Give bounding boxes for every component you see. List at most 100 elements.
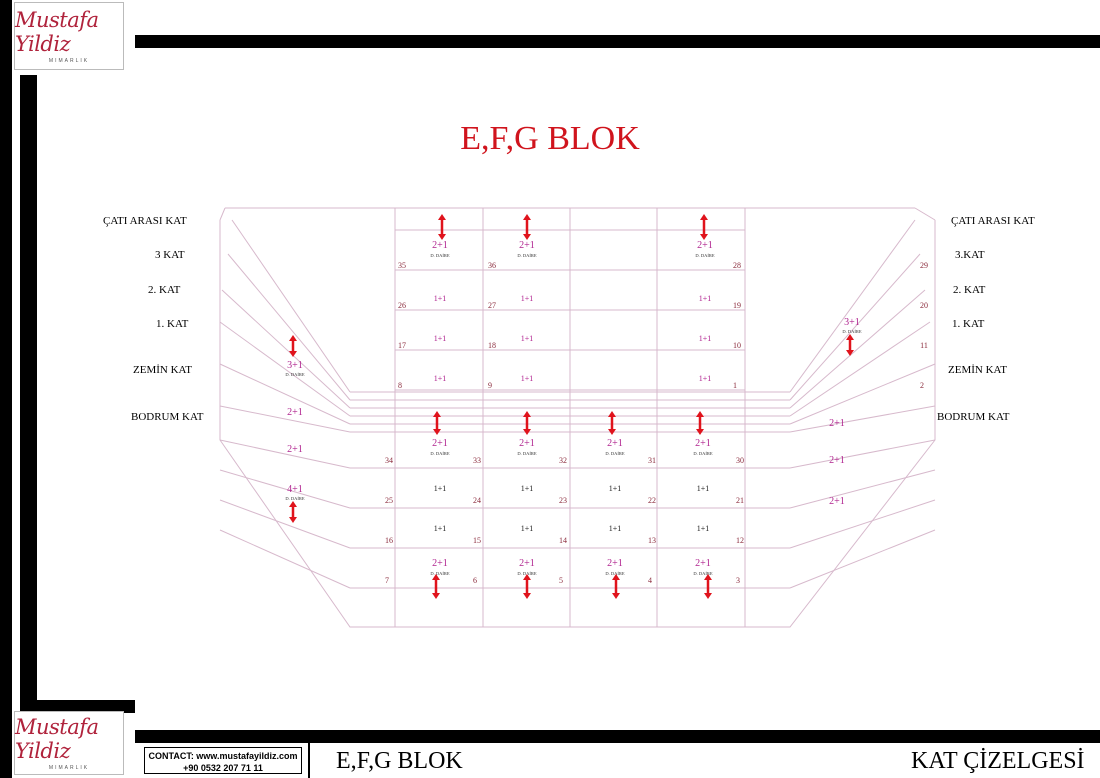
side-unit-type-label: 3+1 bbox=[287, 360, 303, 371]
unit-type-label: 1+1 bbox=[699, 294, 712, 303]
elevator-arrow-icon bbox=[523, 411, 531, 435]
unit-sub-label: D. DAİRE bbox=[695, 253, 714, 258]
unit-type-label: 1+1 bbox=[521, 524, 534, 533]
contact-box: CONTACT: www.mustafayildiz.com +90 0532 … bbox=[144, 747, 302, 774]
unit-number: 4 bbox=[648, 576, 652, 585]
unit-type-label: 2+1 bbox=[607, 558, 623, 569]
unit-number: 34 bbox=[385, 456, 393, 465]
unit-number: 18 bbox=[488, 341, 496, 350]
unit-number: 12 bbox=[736, 536, 744, 545]
lower-right-diag-2 bbox=[789, 499, 936, 549]
left-floor-line-1 bbox=[227, 253, 351, 401]
left-floor-line-4 bbox=[219, 363, 351, 425]
unit-number: 13 bbox=[648, 536, 656, 545]
unit-type-label: 2+1 bbox=[697, 240, 713, 251]
unit-number: 27 bbox=[488, 301, 496, 310]
contact-website[interactable]: CONTACT: www.mustafayildiz.com bbox=[148, 751, 298, 761]
floor-label-left-3: 3 KAT bbox=[155, 249, 185, 261]
elevator-arrow-icon bbox=[846, 334, 854, 356]
lower-left-diag-3 bbox=[219, 529, 351, 589]
diagram-lines bbox=[219, 207, 936, 628]
floor-label-right-attic: ÇATI ARASI KAT bbox=[951, 215, 1035, 227]
unit-number: 1 bbox=[733, 381, 737, 390]
unit-type-label: 1+1 bbox=[521, 334, 534, 343]
unit-number: 31 bbox=[648, 456, 656, 465]
unit-number: 15 bbox=[473, 536, 481, 545]
side-unit-type-label: 2+1 bbox=[829, 418, 845, 429]
unit-number: 20 bbox=[920, 301, 928, 310]
elevator-arrow-icon bbox=[433, 411, 441, 435]
side-unit-sub-label: D. DAİRE bbox=[842, 329, 861, 334]
unit-type-label: 1+1 bbox=[609, 484, 622, 493]
unit-number: 9 bbox=[488, 381, 492, 390]
unit-type-label: 1+1 bbox=[521, 484, 534, 493]
unit-type-label: 1+1 bbox=[521, 374, 534, 383]
floor-label-left-2: 2. KAT bbox=[148, 284, 181, 296]
unit-type-label: 2+1 bbox=[519, 438, 535, 449]
unit-type-label: 2+1 bbox=[432, 240, 448, 251]
elevator-arrow-icon bbox=[289, 501, 297, 523]
elevator-arrow-icon bbox=[696, 411, 704, 435]
elevator-arrow-icon bbox=[608, 411, 616, 435]
side-unit-type-label: 2+1 bbox=[829, 496, 845, 507]
unit-sub-label: D. DAİRE bbox=[517, 571, 536, 576]
unit-sub-label: D. DAİRE bbox=[693, 451, 712, 456]
unit-number: 33 bbox=[473, 456, 481, 465]
unit-sub-label: D. DAİRE bbox=[517, 253, 536, 258]
diagram-arrows bbox=[289, 214, 854, 599]
lower-left-diag-0 bbox=[219, 439, 351, 469]
elevator-arrow-icon bbox=[704, 574, 712, 599]
frame-inner-left-bar bbox=[20, 75, 37, 700]
side-unit-sub-label: D. DAİRE bbox=[285, 372, 304, 377]
unit-number: 10 bbox=[733, 341, 741, 350]
floor-label-left-basement: BODRUM KAT bbox=[131, 411, 204, 423]
unit-number: 26 bbox=[398, 301, 406, 310]
lower-right-diag-0 bbox=[789, 439, 936, 469]
frame-top-bar bbox=[135, 35, 1100, 48]
footer-divider bbox=[308, 743, 310, 778]
unit-type-label: 1+1 bbox=[434, 294, 447, 303]
elevator-arrow-icon bbox=[700, 214, 708, 240]
footer-block-name: E,F,G BLOK bbox=[336, 748, 463, 774]
unit-type-label: 1+1 bbox=[521, 294, 534, 303]
unit-number: 17 bbox=[398, 341, 406, 350]
side-unit-type-label: 2+1 bbox=[287, 444, 303, 455]
unit-number: 30 bbox=[736, 456, 744, 465]
unit-sub-label: D. DAİRE bbox=[517, 451, 536, 456]
elevator-arrow-icon bbox=[432, 574, 440, 599]
unit-number: 21 bbox=[736, 496, 744, 505]
unit-type-label: 1+1 bbox=[434, 484, 447, 493]
right-floor-line-5 bbox=[789, 405, 936, 433]
elevator-arrow-icon bbox=[438, 214, 446, 240]
unit-sub-label: D. DAİRE bbox=[693, 571, 712, 576]
elevator-arrow-icon bbox=[612, 574, 620, 599]
unit-type-label: 1+1 bbox=[434, 374, 447, 383]
unit-type-label: 2+1 bbox=[519, 240, 535, 251]
diagram-labels: 2+1 D. DAİRE 2+1 D. DAİRE 2+1 D. DAİRE 1+1 1+1 1… bbox=[285, 240, 928, 585]
unit-type-label: 2+1 bbox=[695, 558, 711, 569]
page-title: E,F,G BLOK bbox=[460, 120, 640, 157]
frame-bottom-bar bbox=[20, 700, 135, 713]
unit-number: 29 bbox=[920, 261, 928, 270]
unit-type-label: 1+1 bbox=[699, 334, 712, 343]
unit-number: 3 bbox=[736, 576, 740, 585]
unit-type-label: 2+1 bbox=[607, 438, 623, 449]
footer-sheet-name: KAT ÇİZELGESİ bbox=[911, 748, 1085, 774]
lower-left-diag-2 bbox=[219, 499, 351, 549]
right-floor-line-1 bbox=[789, 253, 921, 401]
floor-label-left-1: 1. KAT bbox=[156, 318, 189, 330]
floor-label-right-1: 1. KAT bbox=[952, 318, 985, 330]
unit-sub-label: D. DAİRE bbox=[605, 571, 624, 576]
unit-type-label: 1+1 bbox=[697, 484, 710, 493]
contact-phone[interactable]: +90 0532 207 71 11 bbox=[183, 763, 263, 773]
unit-sub-label: D. DAİRE bbox=[430, 571, 449, 576]
left-floor-line-2 bbox=[221, 289, 351, 409]
unit-sub-label: D. DAİRE bbox=[430, 253, 449, 258]
unit-number: 32 bbox=[559, 456, 567, 465]
unit-number: 8 bbox=[398, 381, 402, 390]
left-floor-line-0 bbox=[231, 219, 351, 393]
unit-number: 6 bbox=[473, 576, 477, 585]
right-floor-line-3 bbox=[789, 321, 931, 417]
floor-label-right-ground: ZEMİN KAT bbox=[948, 364, 1007, 376]
